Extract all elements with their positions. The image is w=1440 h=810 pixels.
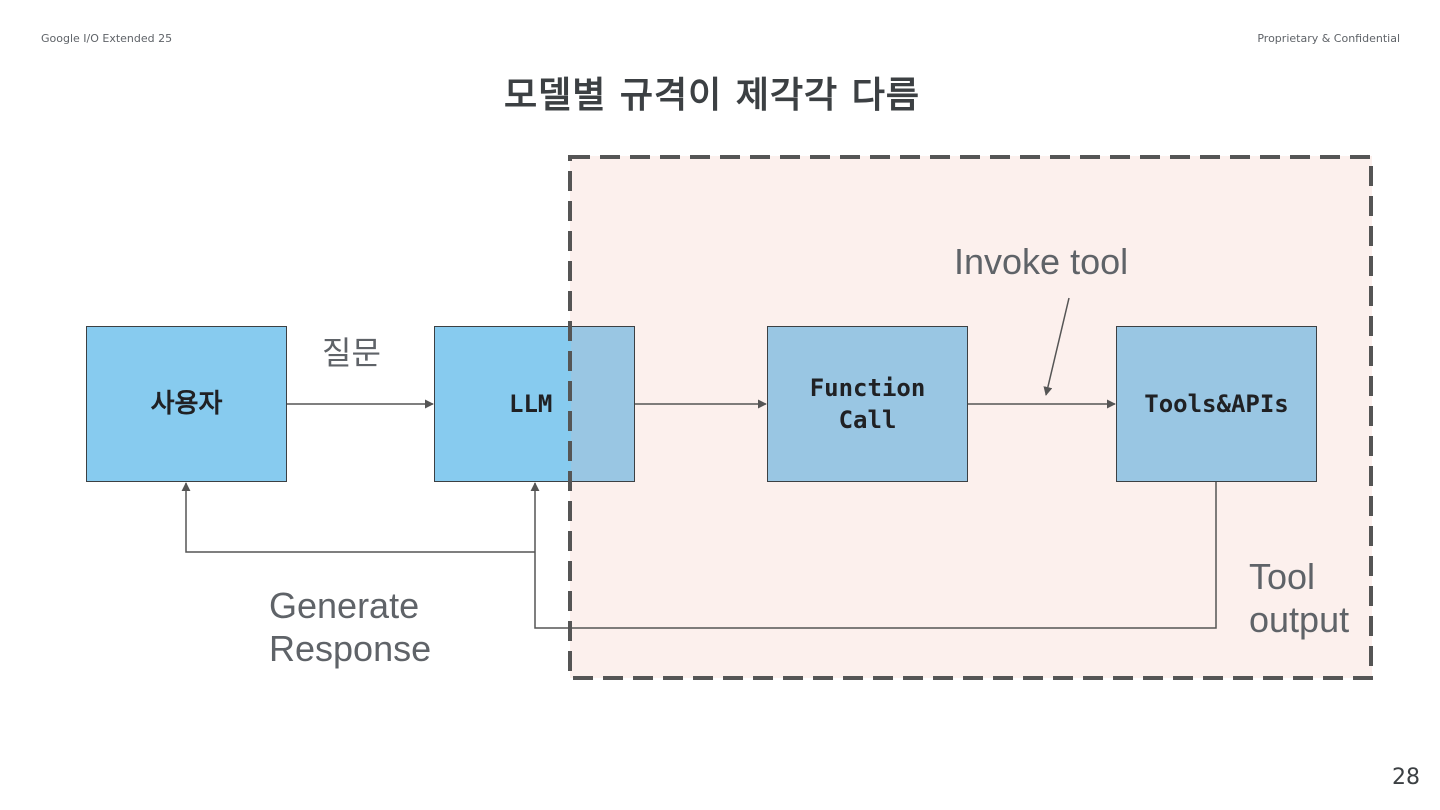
tools-apis-label: Tools&APIs (1144, 390, 1289, 418)
invoke-tool-pointer (1043, 297, 1070, 396)
tool-output-line-2: output (1249, 599, 1350, 640)
function-call-box: Function Call (767, 326, 968, 482)
llm-box: LLM (434, 326, 635, 482)
event-header: Google I/O Extended 25 (41, 32, 173, 45)
slide-title: 모델별 규격이 제각각 다름 (504, 75, 920, 116)
llm-box-label: LLM (509, 390, 553, 418)
region-dashed-border (568, 155, 1373, 680)
invoke-tool-label: Invoke tool (954, 241, 1129, 282)
question-label: 질문 (322, 334, 381, 372)
page-number: 28 (1392, 765, 1420, 790)
confidential-header: Proprietary & Confidential (1257, 32, 1400, 45)
user-box: 사용자 (86, 326, 287, 482)
tools-apis-box: Tools&APIs (1116, 326, 1317, 482)
function-call-label: Function Call (810, 372, 926, 436)
user-box-label: 사용자 (150, 389, 223, 419)
tool-output-line-1: Tool (1249, 556, 1316, 597)
function-call-line-2: Call (838, 406, 897, 434)
generate-response-label: Generate Response (269, 584, 431, 670)
function-call-line-1: Function (809, 374, 926, 402)
arrow-tools-to-llm (530, 482, 1217, 629)
tool-output-label: Tool output (1249, 555, 1349, 641)
arrow-llm-to-user (181, 482, 535, 553)
generate-response-line-2: Response (269, 628, 432, 669)
generate-response-line-1: Generate (269, 585, 420, 626)
